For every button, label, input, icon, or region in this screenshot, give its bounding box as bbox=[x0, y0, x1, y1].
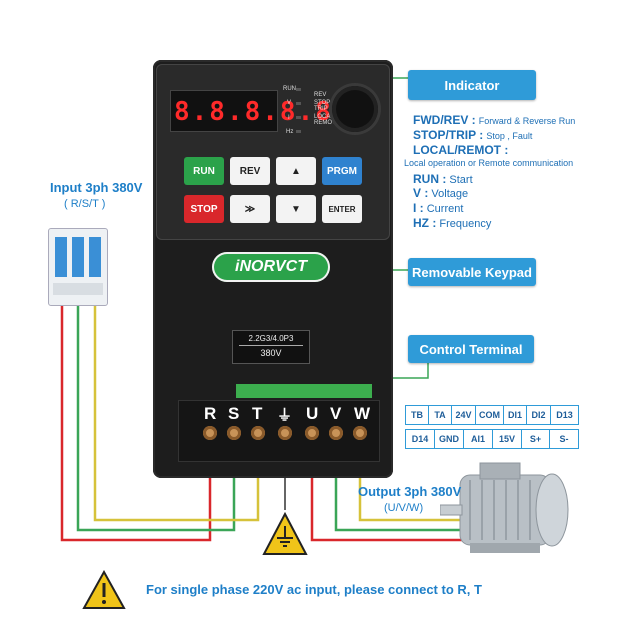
ct-s-minus: S- bbox=[549, 429, 579, 449]
callout-control-terminal: Control Terminal bbox=[408, 335, 534, 363]
legend-v: V : Voltage bbox=[413, 186, 469, 200]
ct-d13: D13 bbox=[550, 405, 579, 425]
output-title: Output 3ph 380V bbox=[358, 484, 462, 499]
screw-g bbox=[278, 426, 292, 440]
terminal-w: W bbox=[354, 404, 371, 423]
down-button[interactable]: ▼ bbox=[276, 195, 316, 223]
rev-button[interactable]: REV bbox=[230, 157, 270, 185]
screw-v bbox=[329, 426, 343, 440]
callout-keypad: Removable Keypad bbox=[408, 258, 536, 286]
input-subtitle: ( R/S/T ) bbox=[64, 198, 106, 210]
brand-logo: iNORVCT bbox=[212, 252, 330, 282]
wire-r bbox=[60, 300, 212, 542]
led-display bbox=[170, 90, 278, 132]
ct-d14: D14 bbox=[405, 429, 435, 449]
led-label-hz: Hz bbox=[286, 129, 294, 135]
led-label-local: LOCAL REMOT bbox=[314, 114, 336, 126]
terminal-v: V bbox=[330, 404, 342, 423]
ct-com: COM bbox=[475, 405, 504, 425]
screw-s bbox=[227, 426, 241, 440]
brand-text: iNORVCT bbox=[235, 258, 307, 275]
control-terminal-strip bbox=[236, 384, 372, 398]
ct-ta: TA bbox=[428, 405, 452, 425]
ct-ai1: AI1 bbox=[463, 429, 493, 449]
callout-indicator: Indicator bbox=[408, 70, 536, 100]
led-label-v: V bbox=[287, 100, 292, 106]
led-i bbox=[296, 116, 301, 119]
legend-i: I : Current bbox=[413, 201, 464, 215]
terminal-u: U bbox=[306, 404, 319, 423]
stop-button[interactable]: STOP bbox=[184, 195, 224, 223]
warning-icon bbox=[82, 570, 126, 609]
enter-button[interactable]: ENTER bbox=[322, 195, 362, 223]
ct-di1: DI1 bbox=[503, 405, 527, 425]
output-subtitle: (U/V/W) bbox=[384, 502, 424, 514]
legend-fwd-rev: FWD/REV : Forward & Reverse Run bbox=[413, 113, 576, 127]
rating-model: 2.2G3/4.0P3 bbox=[248, 334, 294, 343]
circuit-breaker bbox=[48, 228, 108, 306]
prgm-button[interactable]: PRGM bbox=[322, 157, 362, 185]
led-label-run: RUN bbox=[283, 86, 296, 92]
ct-gnd: GND bbox=[434, 429, 464, 449]
led-label-i: I bbox=[288, 115, 290, 121]
legend-local-desc: Local operation or Remote communication bbox=[404, 158, 574, 168]
input-title: Input 3ph 380V bbox=[50, 180, 143, 195]
ct-di2: DI2 bbox=[526, 405, 551, 425]
shift-button[interactable]: ≫ bbox=[230, 195, 270, 223]
motor-illustration bbox=[440, 462, 569, 553]
terminal-t: T bbox=[252, 404, 263, 423]
up-button[interactable]: ▲ bbox=[276, 157, 316, 185]
legend-run: RUN : Start bbox=[413, 172, 473, 186]
terminal-s: S bbox=[228, 404, 240, 423]
legend-stop-trip: STOP/TRIP : Stop , Fault bbox=[413, 128, 533, 142]
single-phase-note: For single phase 220V ac input, please c… bbox=[146, 582, 482, 597]
ct-s-plus: S+ bbox=[521, 429, 550, 449]
screw-t bbox=[251, 426, 265, 440]
rating-voltage: 380V bbox=[260, 348, 282, 358]
screw-w bbox=[353, 426, 367, 440]
led-run bbox=[296, 88, 301, 91]
ground-icon: ⏚ bbox=[277, 407, 293, 424]
ct-24v: 24V bbox=[451, 405, 476, 425]
led-digits: 8.8.8.8.8 bbox=[174, 97, 333, 127]
led-label-stop: STOP TRIP bbox=[314, 100, 331, 112]
led-v bbox=[296, 102, 301, 105]
legend-hz: HZ : Frequency bbox=[413, 216, 492, 230]
ct-tb: TB bbox=[405, 405, 429, 425]
run-button[interactable]: RUN bbox=[184, 157, 224, 185]
screw-u bbox=[305, 426, 319, 440]
legend-local-remot: LOCAL/REMOT : bbox=[413, 143, 509, 157]
potentiometer-knob[interactable] bbox=[332, 86, 378, 132]
screw-r bbox=[203, 426, 217, 440]
ct-15v: 15V bbox=[492, 429, 522, 449]
ground-warning-icon bbox=[262, 512, 308, 555]
terminal-r: R bbox=[204, 404, 217, 423]
led-hz bbox=[296, 130, 301, 133]
rating-label: 2.2G3/4.0P3 380V bbox=[232, 330, 310, 364]
led-label-rev: REV bbox=[314, 92, 327, 98]
